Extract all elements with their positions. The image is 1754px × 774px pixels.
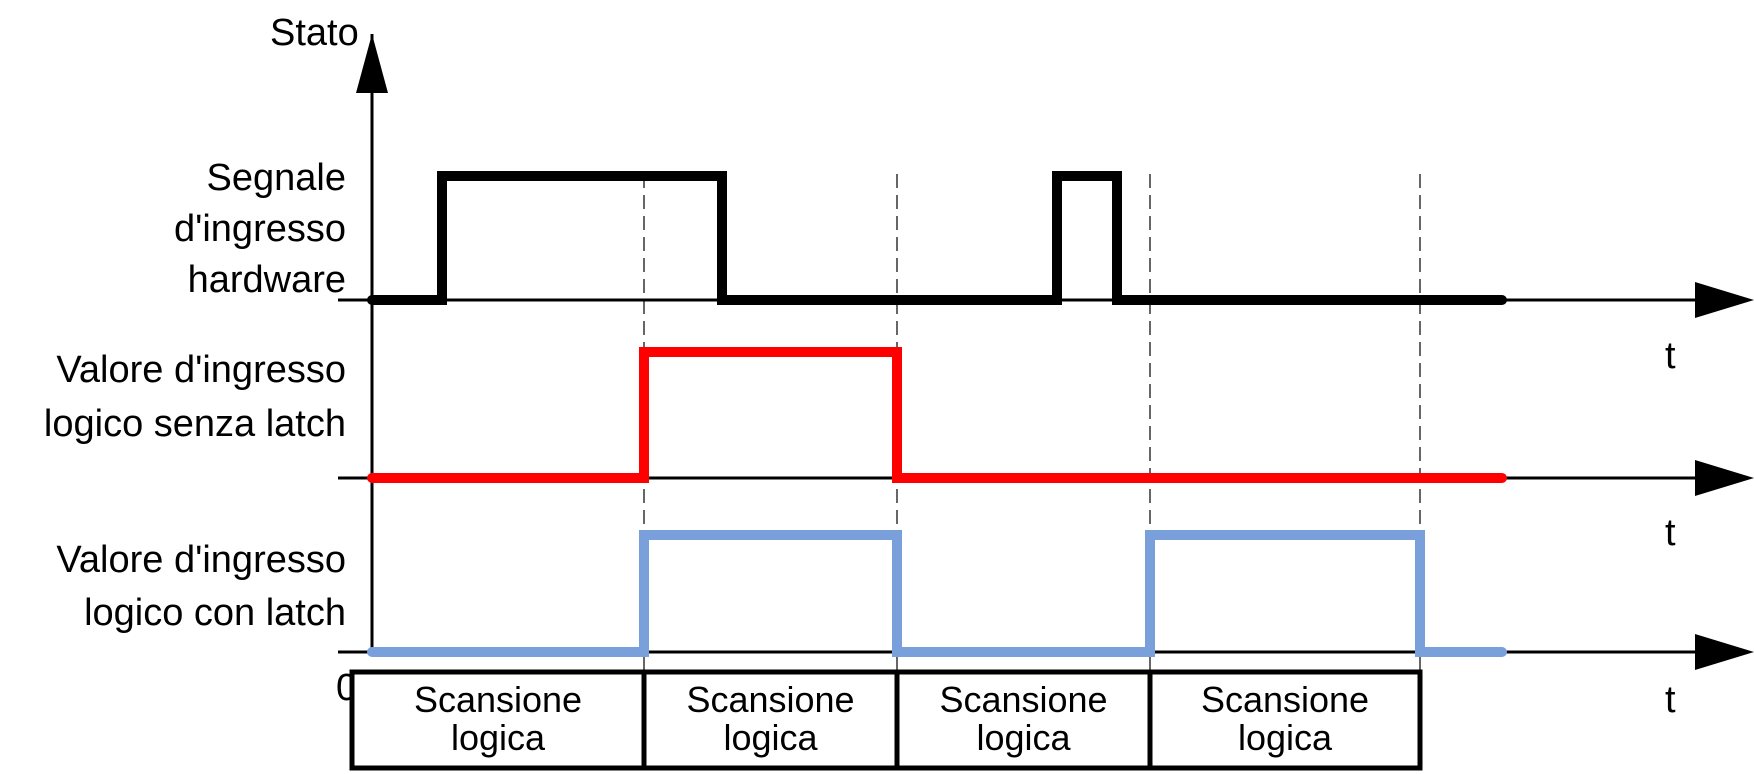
row-label-no-latch: Valore d'ingresso logico senza latch — [44, 349, 346, 445]
row-label-no-latch-line: logico senza latch — [44, 403, 346, 445]
scan-block-label: logica — [723, 717, 818, 758]
scan-boundary-lines — [643, 174, 1421, 672]
scan-block-label: logica — [976, 717, 1071, 758]
row-label-hardware-line: hardware — [188, 259, 346, 301]
scan-block-label: Scansione — [686, 679, 854, 720]
row-label-latch-line: Valore d'ingresso — [56, 539, 346, 581]
row-label-hardware-line: d'ingresso — [174, 208, 346, 250]
scan-block-label: Scansione — [1201, 679, 1369, 720]
trace-latch — [367, 530, 1507, 657]
row-label-hardware-line: Segnale — [207, 157, 346, 199]
time-axis-hardware-label: t — [1665, 335, 1676, 377]
row-label-hardware: Segnale d'ingresso hardware — [174, 157, 346, 301]
signal-traces — [367, 171, 1507, 657]
row-label-latch: Valore d'ingresso logico con latch — [56, 539, 346, 634]
scan-block-label: logica — [451, 717, 546, 758]
scan-block-label: logica — [1238, 717, 1333, 758]
trace-no-latch — [367, 347, 1507, 483]
state-axis-arrow-icon — [356, 34, 388, 93]
trace-hardware — [367, 171, 1507, 305]
row-label-latch-line: logico con latch — [84, 592, 346, 634]
scan-blocks: ScansionelogicaScansionelogicaScansionel… — [349, 669, 1423, 771]
state-axis-label: Stato — [270, 12, 359, 54]
time-axis-no-latch-label: t — [1665, 512, 1676, 554]
row-label-no-latch-line: Valore d'ingresso — [56, 349, 346, 391]
scan-block-label: Scansione — [414, 679, 582, 720]
time-axis-no-latch-arrow-icon — [1695, 460, 1754, 496]
scan-block-label: Scansione — [939, 679, 1107, 720]
time-axis-latch-label: t — [1665, 679, 1676, 721]
time-axis-hardware-arrow-icon — [1695, 282, 1754, 318]
time-axis-latch-arrow-icon — [1695, 634, 1754, 670]
scan-block — [1147, 669, 1423, 771]
scan-block — [349, 669, 647, 771]
